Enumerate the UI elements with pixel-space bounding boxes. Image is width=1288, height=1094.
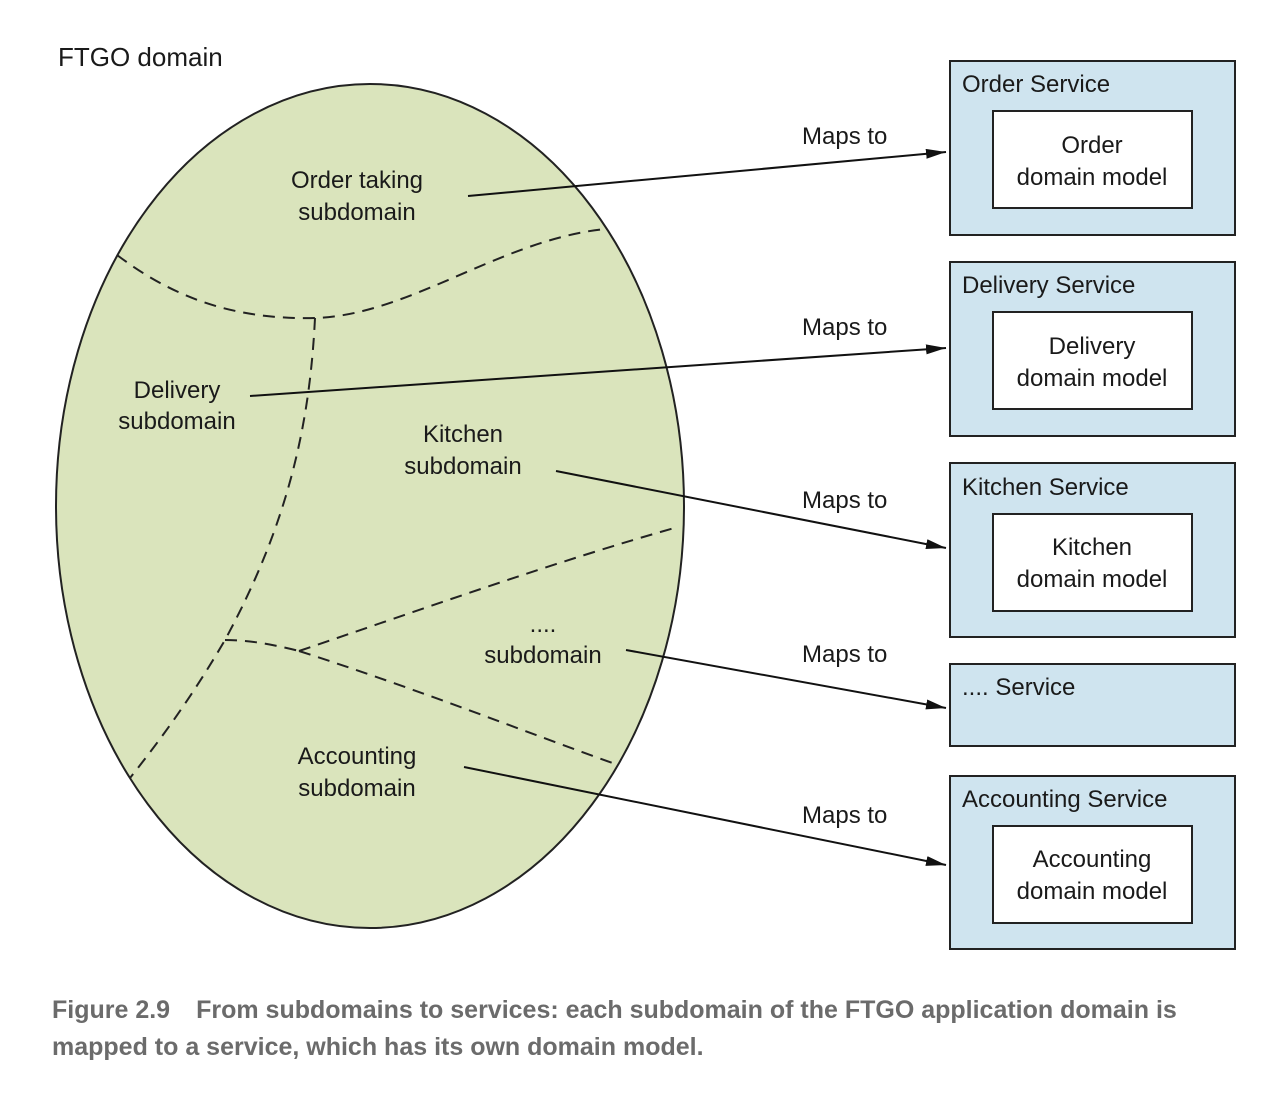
domain-model-label: Order xyxy=(1061,132,1122,159)
service-title: Accounting Service xyxy=(962,786,1167,813)
figure-caption-text: From subdomains to services: each subdom… xyxy=(52,996,1177,1061)
service-box xyxy=(949,663,1236,747)
ftgo-domain-ellipse xyxy=(55,83,685,929)
maps-to-label: Maps to xyxy=(802,123,887,150)
domain-model-box xyxy=(992,825,1193,924)
mapping-arrow-kitchen xyxy=(555,470,947,550)
service-other[interactable]: .... Service xyxy=(949,663,1236,747)
mapping-arrow-delivery xyxy=(249,344,947,397)
domain-model-label: domain model xyxy=(1017,365,1168,392)
domain-model-label: domain model xyxy=(1017,164,1168,191)
mapping-arrow-other xyxy=(625,649,947,710)
boundary-accounting-kitchen xyxy=(224,639,300,652)
boundary-accounting-other xyxy=(298,650,619,766)
domain-model-label: Accounting xyxy=(1033,846,1152,873)
subdomain-label: subdomain xyxy=(118,408,235,435)
domain-model-box xyxy=(992,311,1193,410)
subdomain-label: subdomain xyxy=(484,642,601,669)
maps-to-label: Maps to xyxy=(802,314,887,341)
domain-model-box xyxy=(992,513,1193,612)
subdomain-delivery[interactable]: Delivery subdomain xyxy=(118,377,235,435)
service-accounting[interactable]: Accounting Service Accounting domain mod… xyxy=(949,775,1236,950)
mapping-arrow-accounting xyxy=(463,766,947,866)
subdomain-label: subdomain xyxy=(404,453,521,480)
subdomain-label: Delivery xyxy=(134,377,221,404)
boundary-other-kitchen xyxy=(298,526,679,652)
service-kitchen[interactable]: Kitchen Service Kitchen domain model xyxy=(949,462,1236,638)
boundary-delivery-kitchen xyxy=(129,317,316,779)
service-delivery[interactable]: Delivery Service Delivery domain model xyxy=(949,261,1236,437)
figure-number: Figure 2.9 xyxy=(52,996,171,1024)
subdomain-label: Kitchen xyxy=(423,421,503,448)
subdomain-accounting[interactable]: Accounting subdomain xyxy=(298,743,417,802)
subdomain-label: subdomain xyxy=(298,199,415,226)
domain-model-label: domain model xyxy=(1017,878,1168,905)
subdomain-label: .... xyxy=(530,611,557,638)
diagram-canvas: FTGO domain Order taking subdomain Deliv… xyxy=(55,42,1236,950)
subdomain-kitchen[interactable]: Kitchen subdomain xyxy=(404,421,521,480)
subdomain-other[interactable]: .... subdomain xyxy=(484,611,601,669)
service-title: Kitchen Service xyxy=(962,474,1129,501)
maps-to-label: Maps to xyxy=(802,641,887,668)
subdomain-order[interactable]: Order taking subdomain xyxy=(291,167,423,226)
maps-to-label: Maps to xyxy=(802,487,887,514)
service-title: .... Service xyxy=(962,674,1075,701)
domain-model-label: Kitchen xyxy=(1052,534,1132,561)
service-order[interactable]: Order Service Order domain model xyxy=(949,60,1236,236)
domain-title: FTGO domain xyxy=(58,42,223,72)
service-title: Order Service xyxy=(962,71,1110,98)
maps-to-label: Maps to xyxy=(802,802,887,829)
subdomain-boundaries xyxy=(116,228,679,779)
subdomain-label: Accounting xyxy=(298,743,417,770)
subdomain-label: Order taking xyxy=(291,167,423,194)
service-title: Delivery Service xyxy=(962,272,1135,299)
mapping-arrow-order xyxy=(467,148,947,197)
boundary-order-lower xyxy=(116,228,606,320)
domain-model-label: Delivery xyxy=(1049,333,1136,360)
subdomain-label: subdomain xyxy=(298,775,415,802)
domain-model-label: domain model xyxy=(1017,566,1168,593)
domain-model-box xyxy=(992,110,1193,209)
